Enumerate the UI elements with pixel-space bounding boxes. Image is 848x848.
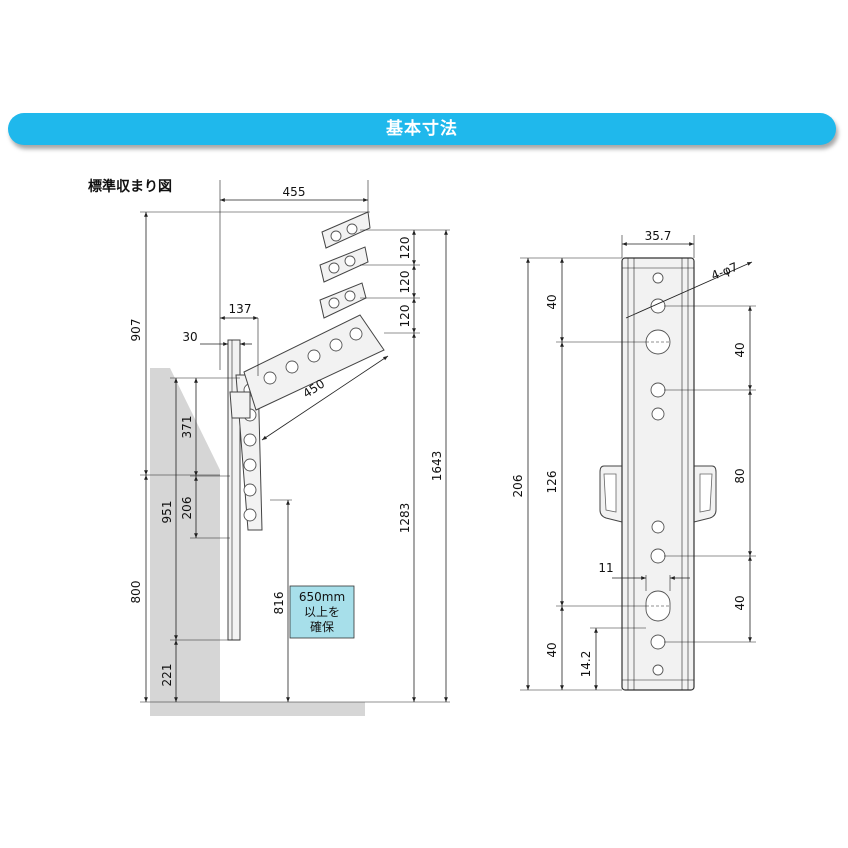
screw-hole-bottom bbox=[652, 664, 664, 676]
note-line-3: 確保 bbox=[310, 619, 334, 634]
dim-11: 11 bbox=[598, 561, 613, 575]
dim-14-2: 14.2 bbox=[579, 651, 593, 678]
dim-1643: 1643 bbox=[430, 451, 444, 482]
dim-hole-spec: 4-φ7 bbox=[709, 260, 740, 283]
wall bbox=[150, 368, 220, 702]
star-hole-bottom bbox=[651, 520, 665, 534]
dim-951: 951 bbox=[160, 501, 174, 524]
left-installation-diagram: 455 137 30 450 907 800 371 206 951 221 8… bbox=[129, 180, 450, 716]
dim-40-left-bottom: 40 bbox=[545, 642, 559, 657]
clearance-note-box bbox=[289, 585, 355, 639]
dim-30: 30 bbox=[182, 330, 197, 344]
dim-120-3: 120 bbox=[398, 305, 412, 328]
note-line-2: 以上を bbox=[304, 605, 340, 619]
dim-907: 907 bbox=[129, 319, 143, 342]
dim-40-left-top: 40 bbox=[545, 294, 559, 309]
dim-800: 800 bbox=[129, 581, 143, 604]
right-bracket-diagram: 35.7 4-φ7 206 40 126 40 14.2 40 80 40 11 bbox=[511, 229, 756, 691]
dim-126: 126 bbox=[545, 471, 559, 494]
left-diagram-title: 標準収まり図 bbox=[88, 179, 172, 195]
dim-120-1: 120 bbox=[398, 237, 412, 260]
dim-120-2: 120 bbox=[398, 271, 412, 294]
deployed-arm-3 bbox=[319, 246, 369, 283]
deployed-arm-2 bbox=[319, 282, 367, 319]
dim-371: 371 bbox=[180, 416, 194, 439]
screw-hole-top bbox=[652, 272, 664, 284]
banner-title: 基本寸法 bbox=[386, 119, 458, 139]
dim-137: 137 bbox=[229, 302, 252, 316]
dim-206: 206 bbox=[180, 497, 194, 520]
dim-40-right-top: 40 bbox=[733, 342, 747, 357]
section-banner: 基本寸法 bbox=[8, 113, 836, 145]
ground-slab bbox=[150, 702, 365, 716]
mount-hole-3 bbox=[650, 548, 666, 564]
dim-40-right-bottom: 40 bbox=[733, 595, 747, 610]
deployed-arm-4 bbox=[321, 211, 371, 249]
mount-hole-4 bbox=[650, 634, 666, 650]
note-line-1: 650mm bbox=[299, 590, 345, 604]
dim-206-total: 206 bbox=[511, 475, 525, 498]
mount-hole-2 bbox=[650, 382, 666, 398]
dim-1283: 1283 bbox=[398, 503, 412, 534]
bracket-plate bbox=[621, 257, 695, 691]
dim-221: 221 bbox=[160, 664, 174, 687]
star-hole-top bbox=[651, 407, 665, 421]
dim-80: 80 bbox=[733, 468, 747, 483]
dim-455: 455 bbox=[283, 185, 306, 199]
dim-35-7: 35.7 bbox=[645, 229, 672, 243]
dim-816: 816 bbox=[272, 592, 286, 615]
